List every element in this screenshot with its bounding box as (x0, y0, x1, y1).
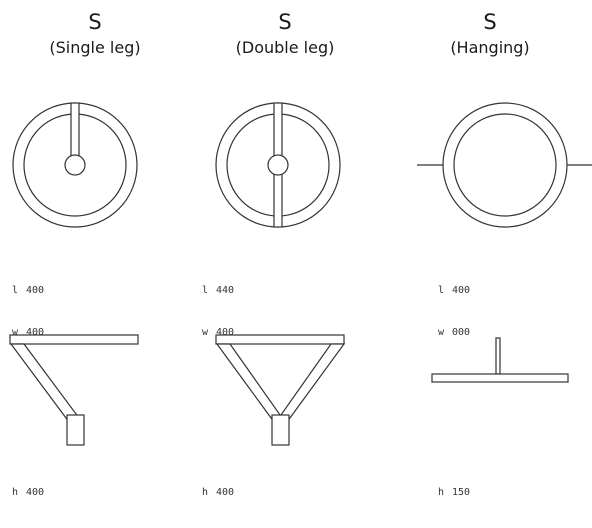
leg-arm-left (215, 343, 287, 423)
plan-view-drawing (417, 102, 592, 228)
elevation-view-drawing (431, 337, 569, 383)
leg-strip (70, 102, 80, 159)
lamp-heading: S (Single leg) (0, 0, 190, 58)
variant-label: (Hanging) (450, 38, 530, 57)
leg-arm (9, 343, 84, 423)
hanger-rod (495, 337, 501, 375)
center-hub (64, 154, 86, 176)
elevation-view-drawing (215, 334, 346, 446)
plan-view-drawing (12, 102, 138, 228)
lamp-heading: S (Hanging) (395, 0, 585, 58)
series-label: S (483, 10, 497, 34)
leg-arm-right (274, 343, 346, 423)
plan-view-drawing (215, 102, 341, 228)
shade-bar (215, 334, 345, 345)
base-block (271, 414, 290, 446)
center-hub (267, 154, 289, 176)
inner-ring (453, 113, 557, 217)
lamp-heading: S (Double leg) (190, 0, 380, 58)
series-label: S (278, 10, 292, 34)
variant-label: (Double leg) (235, 38, 335, 57)
shade-bar (431, 373, 569, 383)
outer-ring (442, 102, 568, 228)
variant-label: (Single leg) (49, 38, 141, 57)
shade-bar (9, 334, 139, 345)
series-label: S (88, 10, 102, 34)
base-block (66, 414, 85, 446)
elevation-view-drawing (9, 334, 139, 446)
